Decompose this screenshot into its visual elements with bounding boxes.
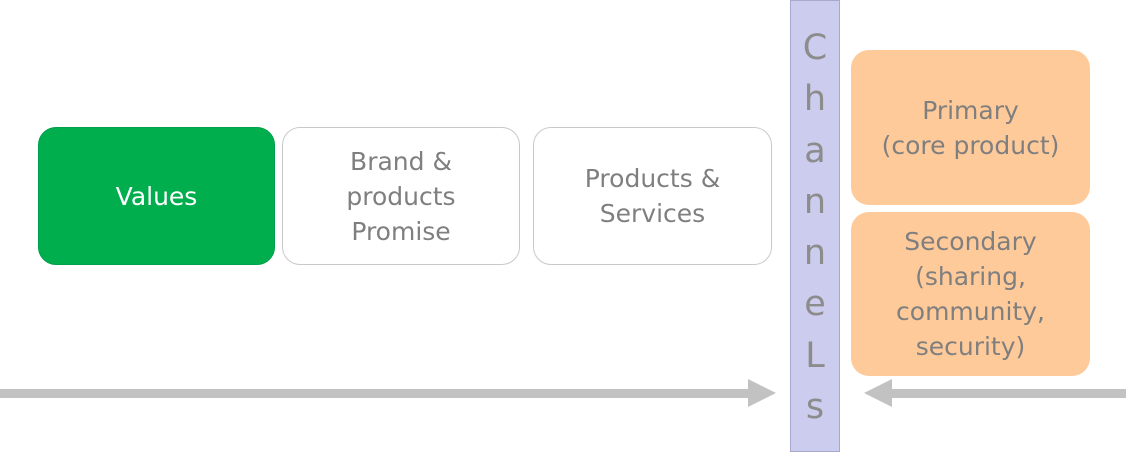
channels-letter: n (803, 181, 827, 222)
channels-letter: a (804, 130, 826, 171)
right-arrow-shaft (888, 389, 1126, 398)
channels-letter: h (803, 79, 827, 120)
products-services-label: Products & Services (584, 164, 721, 228)
values-label: Values (115, 181, 198, 211)
products-services-box: Products & Services (533, 127, 772, 265)
secondary-label: Secondary (sharing, community, security) (896, 227, 1045, 361)
brand-promise-box: Brand & products Promise (282, 127, 520, 265)
left-arrow-shaft (0, 389, 752, 398)
brand-promise-label: Brand & products Promise (346, 146, 456, 246)
secondary-box: Secondary (sharing, community, security) (851, 212, 1090, 376)
values-box: Values (38, 127, 275, 265)
primary-box: Primary (core product) (851, 50, 1090, 205)
channels-letter: C (802, 28, 828, 68)
right-pointing-arrow-icon (748, 379, 776, 407)
channels-letter: s (805, 386, 825, 427)
channels-letter: e (804, 284, 826, 325)
left-pointing-arrow-icon (864, 379, 892, 407)
channels-letter: L (805, 335, 825, 376)
channels-letter: n (803, 233, 827, 274)
primary-label: Primary (core product) (881, 95, 1060, 160)
